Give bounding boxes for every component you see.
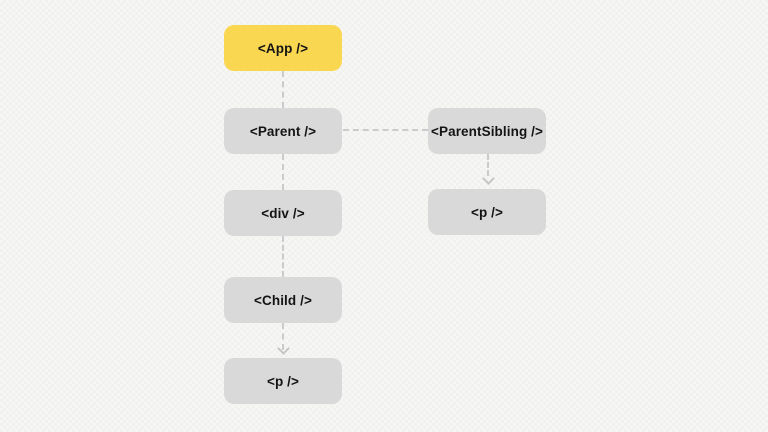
node-app: <App />	[224, 25, 342, 71]
node-div-label: <div />	[261, 205, 305, 221]
node-child-label: <Child />	[254, 292, 312, 308]
edge-parent-parentsibling	[343, 129, 428, 131]
arrow-down-icon	[482, 172, 495, 185]
node-parent: <Parent />	[224, 108, 342, 154]
node-parent-label: <Parent />	[249, 123, 317, 139]
edge-div-child	[282, 236, 284, 277]
node-parent-sibling-label: <ParentSibling />	[431, 123, 543, 139]
node-p-right-label: <p />	[470, 204, 503, 220]
node-parent-sibling: <ParentSibling />	[428, 108, 546, 154]
node-div: <div />	[224, 190, 342, 236]
edge-parent-div	[282, 154, 284, 190]
node-child: <Child />	[224, 277, 342, 323]
edge-parentsibling-p	[487, 154, 489, 176]
node-p-right: <p />	[428, 189, 546, 235]
node-p-left-label: <p />	[266, 373, 299, 389]
arrow-down-icon	[277, 342, 290, 355]
edge-app-parent	[282, 71, 284, 108]
edge-child-p	[282, 323, 284, 350]
node-app-label: <App />	[257, 40, 309, 56]
node-p-left: <p />	[224, 358, 342, 404]
